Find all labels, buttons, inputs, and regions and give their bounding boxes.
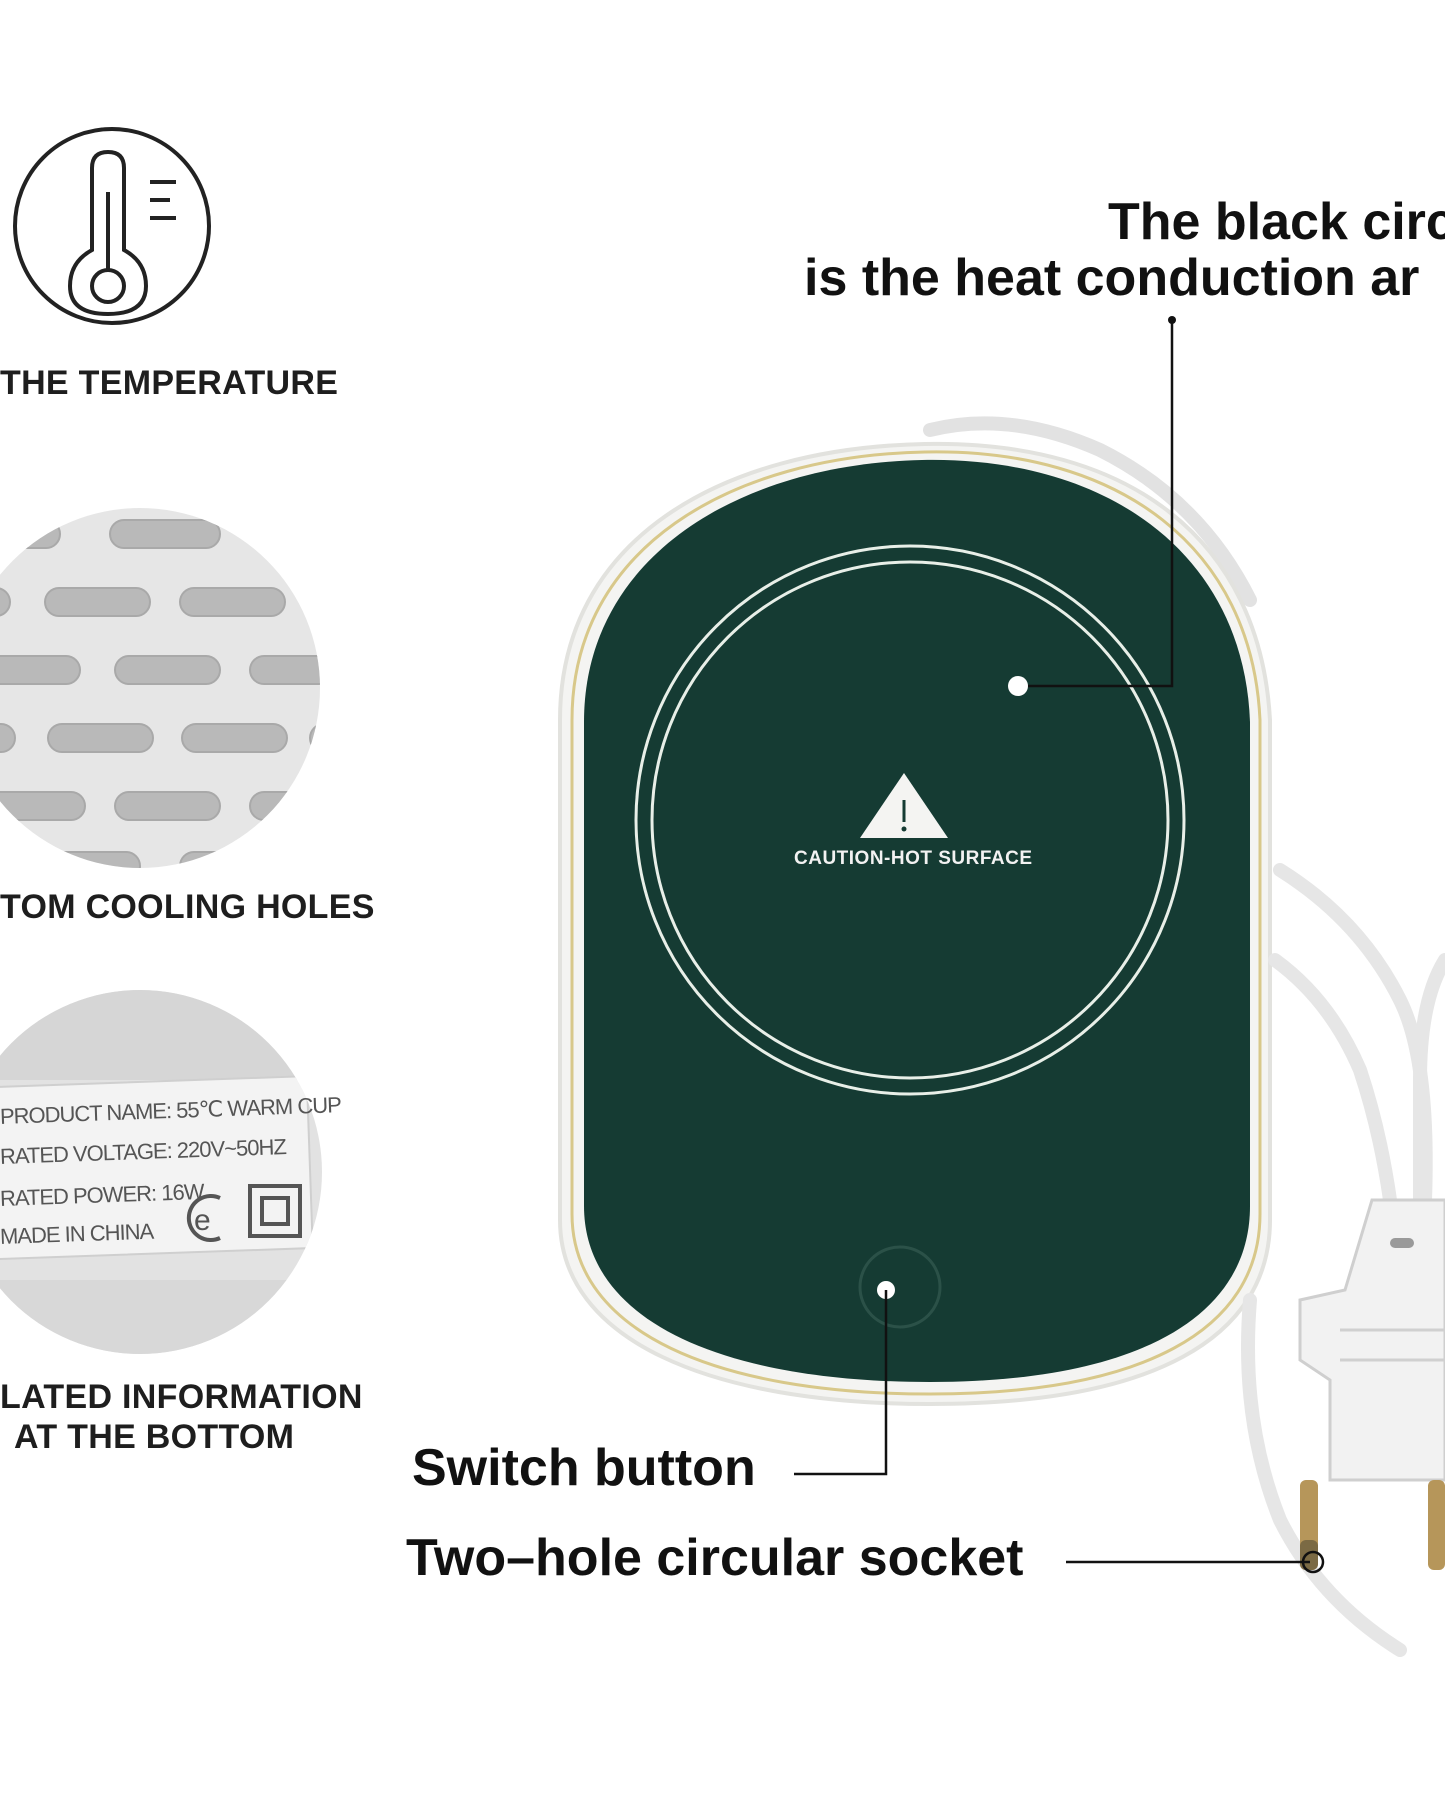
svg-text:e: e [194, 1204, 211, 1237]
thermometer-icon [13, 127, 211, 325]
warning-text: CAUTION-HOT SURFACE [794, 848, 1033, 869]
info-sticker-image [0, 990, 322, 1354]
warning-triangle-icon [860, 773, 948, 838]
switch-button-ring [858, 1245, 942, 1329]
switch-button-callout: Switch button [412, 1439, 756, 1497]
cooling-holes-image [0, 508, 320, 868]
cooling-holes-label: TOM COOLING HOLES [0, 888, 375, 926]
socket-callout: Two–hole circular socket [406, 1529, 1024, 1587]
heat-plate [584, 459, 1250, 1382]
double-insulation-icon [248, 1184, 302, 1238]
plug [1298, 1198, 1445, 1482]
heat-area-callout-line2: is the heat conduction ar [804, 249, 1420, 307]
heat-area-callout-line1: The black circ [1108, 193, 1445, 251]
ce-mark-icon: e [186, 1194, 221, 1242]
info-label-line2: AT THE BOTTOM [14, 1418, 295, 1456]
temperature-label: THE TEMPERATURE [0, 364, 339, 402]
info-label-line1: LATED INFORMATION [0, 1378, 363, 1416]
